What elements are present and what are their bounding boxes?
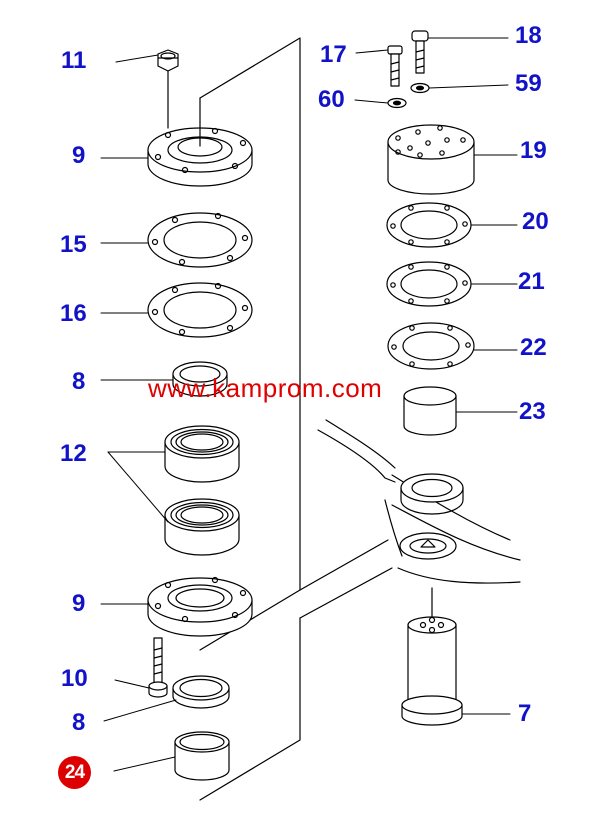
part-60-washer [387,97,407,109]
label-part-23: 23 [519,398,546,425]
part-7-pin [401,587,463,726]
label-part-8-bottom: 8 [72,709,86,736]
label-part-18: 18 [515,22,542,49]
part-19-block [387,124,475,195]
part-8-seal-top [172,361,228,397]
watermark-text: www.kamprom.com [148,373,383,403]
label-part-7: 7 [518,700,532,727]
label-part-15: 15 [60,231,87,258]
part-21-shim [386,261,472,307]
label-part-21: 21 [518,268,545,295]
label-part-19: 19 [520,137,547,164]
label-part-16: 16 [60,300,87,327]
label-part-59: 59 [515,70,542,97]
axle-housing [399,473,464,560]
part-12-bearing-upper [164,425,240,483]
part-24-sleeve [174,731,230,781]
label-part-8-top: 8 [72,368,86,395]
part-10-bolt [148,637,168,698]
label-part-22: 22 [520,334,547,361]
label-part-17: 17 [320,41,347,68]
part-15-gasket [147,212,253,268]
part-8-seal-bottom [172,675,230,709]
part-16-gasket [147,282,253,338]
part-20-shim [386,202,472,248]
label-part-9-bottom: 9 [72,590,86,617]
part-17-bolt [387,45,403,87]
part-59-washer [410,82,430,94]
leader-lines [100,37,518,772]
part-18-bolt [411,30,429,74]
label-part-12: 12 [60,440,87,467]
badge-part-24: 24 [58,756,91,789]
part-9-retainer-bottom [147,576,253,637]
part-22-shim [387,322,475,370]
part-11-nut [157,49,179,129]
label-part-9-top: 9 [72,142,86,169]
part-9-retainer-top [147,97,253,187]
label-part-20: 20 [522,208,549,235]
part-12-bearing-lower [164,498,240,556]
label-part-11: 11 [61,47,87,74]
label-part-10: 10 [61,665,88,692]
label-part-60: 60 [318,86,345,113]
part-23-bushing [403,386,457,436]
